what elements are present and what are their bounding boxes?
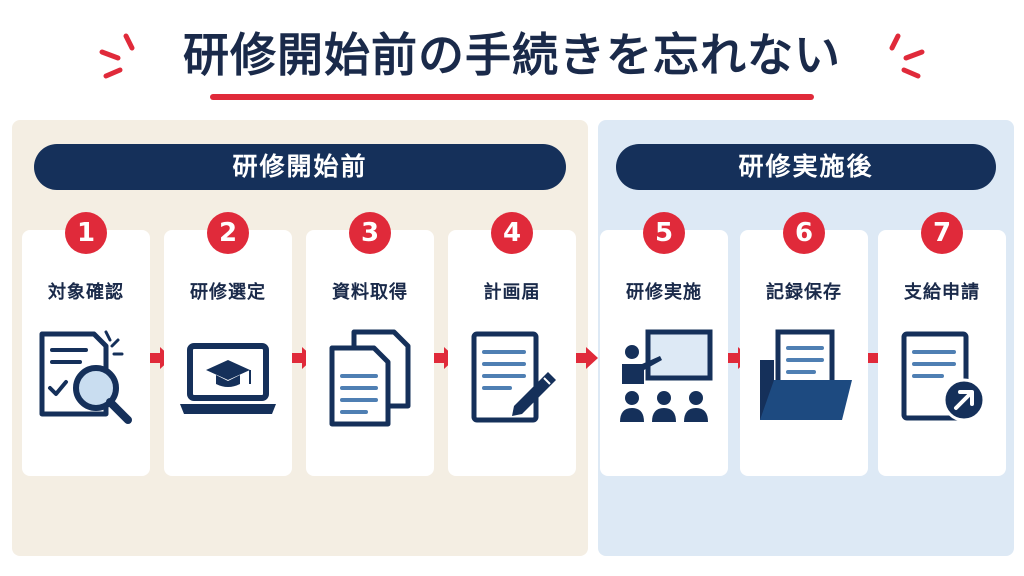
flow-arrow-icon bbox=[728, 347, 750, 369]
step-label: 対象確認 bbox=[48, 282, 124, 303]
step-label: 記録保存 bbox=[766, 282, 842, 303]
step-card-7: 7 支給申請 bbox=[878, 212, 1006, 476]
step-number-badge: 2 bbox=[207, 212, 249, 254]
step-label: 資料取得 bbox=[332, 282, 408, 303]
document-send-icon bbox=[901, 331, 986, 422]
document-pen-icon bbox=[471, 331, 556, 423]
step-label: 研修実施 bbox=[626, 282, 702, 303]
step-number-badge: 7 bbox=[921, 212, 963, 254]
presentation-audience-icon bbox=[620, 329, 713, 422]
step-label: 研修選定 bbox=[190, 282, 266, 303]
phase-header-before: 研修開始前 bbox=[34, 144, 566, 190]
step-number-badge: 1 bbox=[65, 212, 107, 254]
page-title: 研修開始前の手続きを忘れない bbox=[183, 28, 841, 82]
flow-arrow-icon bbox=[292, 347, 314, 369]
flow-arrow-icon bbox=[150, 347, 172, 369]
step-card-4: 4 計画届 bbox=[448, 212, 576, 476]
flow-arrow-icon bbox=[434, 347, 456, 369]
laptop-graduation-cap-icon bbox=[180, 343, 276, 414]
step-card-3: 3 資料取得 bbox=[306, 212, 434, 476]
emphasis-lines-icon bbox=[99, 33, 135, 79]
title-underline bbox=[210, 94, 814, 100]
emphasis-lines-icon bbox=[889, 33, 925, 79]
step-card-2: 2 研修選定 bbox=[164, 212, 292, 476]
step-card-5: 5 研修実施 bbox=[600, 212, 728, 476]
step-number-badge: 3 bbox=[349, 212, 391, 254]
step-label: 支給申請 bbox=[904, 282, 980, 303]
folder-documents-icon bbox=[760, 329, 852, 420]
phase-header-after: 研修実施後 bbox=[616, 144, 996, 190]
step-number-badge: 6 bbox=[783, 212, 825, 254]
step-label: 計画届 bbox=[483, 282, 541, 303]
documents-stack-icon bbox=[329, 329, 411, 427]
step-card-6: 6 記録保存 bbox=[740, 212, 868, 476]
flow-arrow-icon bbox=[576, 347, 598, 369]
step-number-badge: 5 bbox=[643, 212, 685, 254]
document-search-icon bbox=[39, 330, 132, 424]
step-card-1: 1 対象確認 bbox=[22, 212, 150, 476]
step-number-badge: 4 bbox=[491, 212, 533, 254]
